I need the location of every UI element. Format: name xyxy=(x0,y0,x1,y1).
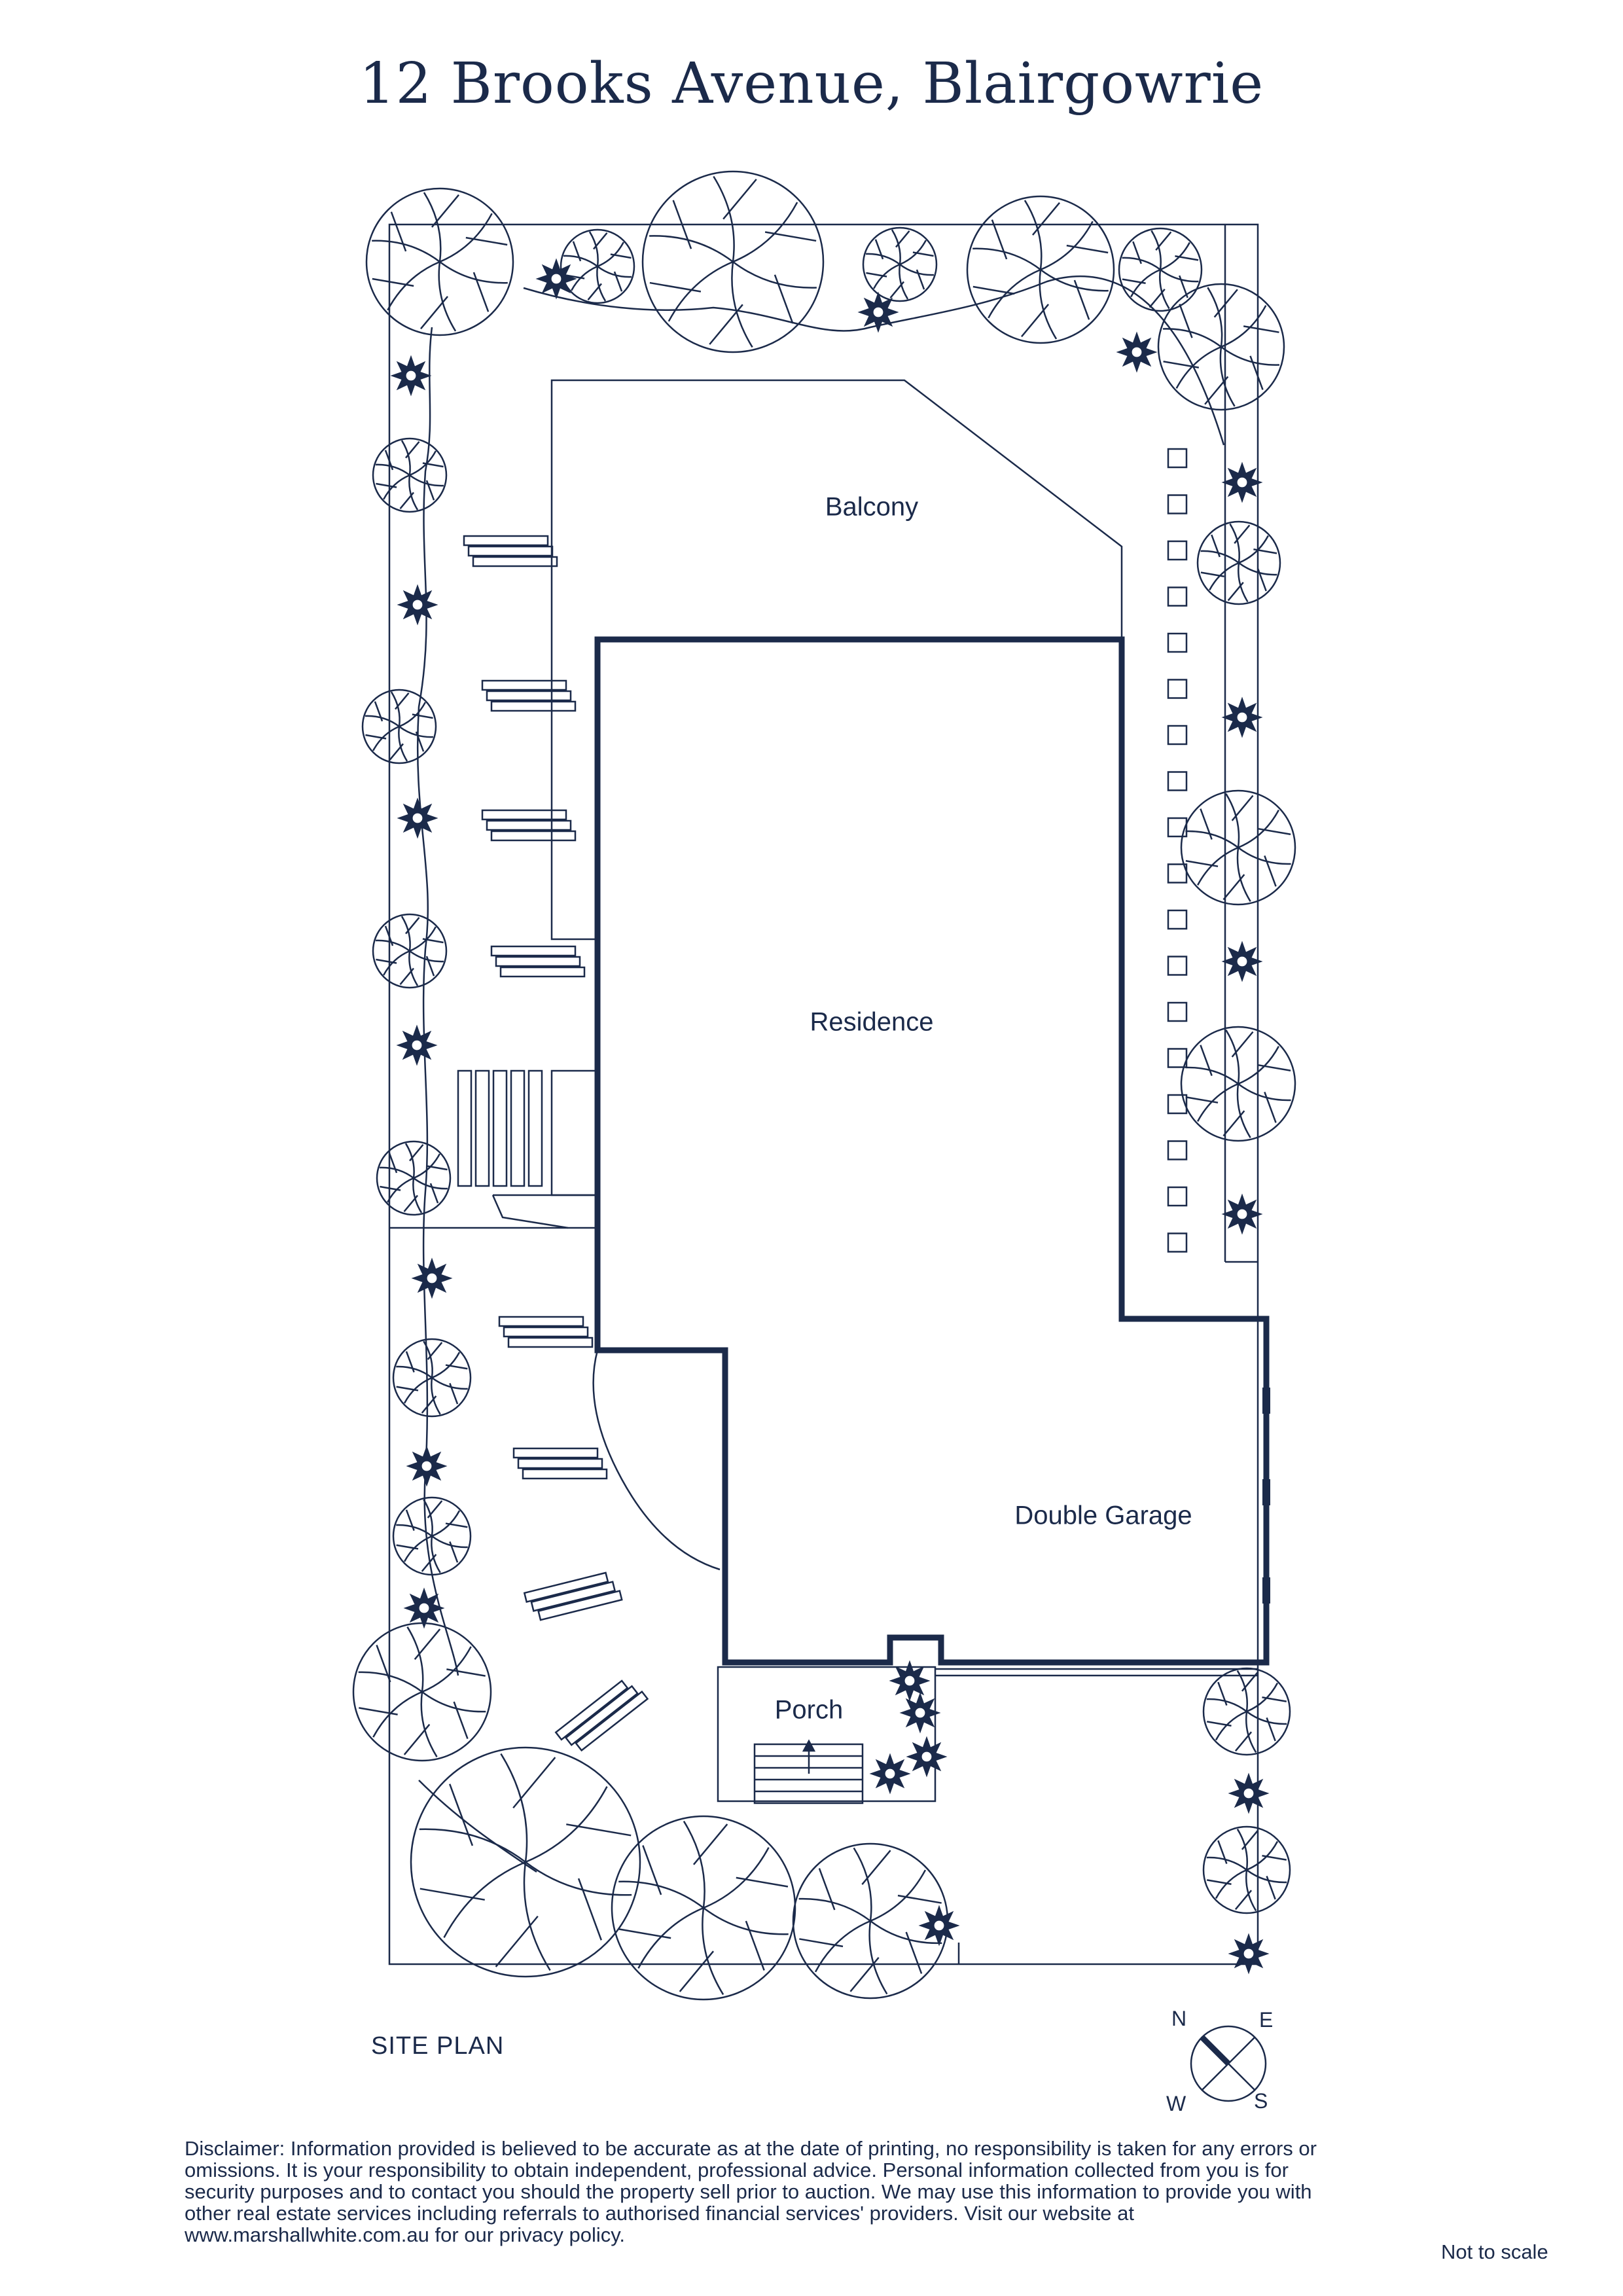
compass-east-label: E xyxy=(1259,2008,1274,2032)
garden-bench-icon xyxy=(481,679,577,712)
garden-bench-icon xyxy=(523,1571,623,1621)
tree-icon xyxy=(376,1140,452,1216)
shrub-icon xyxy=(1228,1933,1270,1975)
stepping-stone xyxy=(1167,1232,1188,1253)
disclaimer-text: Disclaimer: Information provided is beli… xyxy=(185,2137,1317,2246)
compass-north-label: N xyxy=(1171,2007,1187,2030)
tree-icon xyxy=(641,170,825,353)
tree-icon xyxy=(1180,1026,1296,1142)
gate-arc xyxy=(592,1350,721,1571)
tree-icon xyxy=(1202,1825,1291,1914)
garden-edge-line xyxy=(523,275,1225,446)
tree-icon xyxy=(361,689,437,764)
shrub-icon xyxy=(918,1905,960,1946)
stepping-stone xyxy=(1167,632,1188,653)
stepping-stone xyxy=(1167,679,1188,699)
shrub-icon xyxy=(411,1257,453,1299)
stepping-stone xyxy=(1167,956,1188,976)
shrub-icon xyxy=(1221,1193,1263,1235)
room-label-double-garage: Double Garage xyxy=(1014,1501,1192,1530)
compass-south-label: S xyxy=(1254,2089,1268,2113)
tree-icon xyxy=(1196,520,1281,605)
tree-icon xyxy=(372,437,448,513)
shrub-icon xyxy=(397,797,438,839)
compass-west-label: W xyxy=(1166,2092,1186,2115)
stepping-stone xyxy=(1167,817,1188,838)
shrub-icon xyxy=(397,584,438,626)
shrub-icon xyxy=(1221,941,1263,982)
tree-icon xyxy=(352,1622,492,1762)
garden-bench-icon xyxy=(463,535,558,567)
shrub-icon xyxy=(899,1692,941,1734)
tree-icon xyxy=(392,1496,472,1576)
room-label-porch: Porch xyxy=(774,1695,844,1725)
compass-icon xyxy=(1190,2025,1267,2102)
page-title: 12 Brooks Avenue, Blairgowrie xyxy=(359,51,1264,117)
room-label-residence: Residence xyxy=(810,1007,934,1037)
stepping-stone xyxy=(1167,494,1188,514)
porch-steps xyxy=(753,1739,864,1804)
stepping-stone xyxy=(1167,1186,1188,1207)
shrub-icon xyxy=(1116,331,1158,373)
garden-bench-icon xyxy=(512,1447,608,1480)
residence-outline xyxy=(594,636,1270,1666)
shrub-icon xyxy=(535,258,577,300)
tree-icon xyxy=(372,913,448,989)
stepping-stone xyxy=(1167,1094,1188,1115)
tree-icon xyxy=(966,195,1115,344)
stepping-stone xyxy=(1167,1048,1188,1068)
stepping-stone xyxy=(1167,540,1188,561)
garden-bench-icon xyxy=(490,945,586,978)
tree-icon xyxy=(365,187,514,336)
tree-icon xyxy=(392,1338,472,1418)
tree-icon xyxy=(792,1842,949,2000)
tree-icon xyxy=(1157,283,1285,411)
shrub-icon xyxy=(857,291,899,333)
tree-icon xyxy=(410,1746,641,1978)
garden-bench-icon xyxy=(554,1679,649,1752)
shrub-icon xyxy=(906,1736,948,1778)
site-plan-label: SITE PLAN xyxy=(371,2032,505,2060)
tree-icon xyxy=(1118,227,1203,312)
room-label-balcony: Balcony xyxy=(825,492,919,522)
tree-icon xyxy=(611,1815,796,2001)
tree-icon xyxy=(1202,1667,1291,1756)
shrub-icon xyxy=(396,1024,438,1066)
stepping-stone xyxy=(1167,1140,1188,1160)
shrub-icon xyxy=(390,355,432,397)
stepping-stone xyxy=(1167,909,1188,930)
stepping-stone xyxy=(1167,771,1188,791)
side-deck xyxy=(550,1069,599,1196)
deck-slats xyxy=(457,1069,543,1187)
tree-icon xyxy=(1180,789,1296,906)
porch-outline xyxy=(717,1666,936,1803)
stepping-stone xyxy=(1167,725,1188,745)
tree-icon xyxy=(560,228,635,304)
shrub-icon xyxy=(406,1445,448,1487)
stepping-stone xyxy=(1167,863,1188,884)
stepping-stone xyxy=(1167,1001,1188,1022)
shrub-icon xyxy=(889,1660,931,1702)
shrub-icon xyxy=(869,1753,911,1795)
shrub-icon xyxy=(1221,696,1263,738)
tree-icon xyxy=(862,226,938,302)
stepping-stone xyxy=(1167,586,1188,607)
garden-bench-icon xyxy=(481,809,577,842)
shrub-icon xyxy=(1228,1772,1270,1814)
stepping-stone xyxy=(1167,448,1188,469)
shrub-icon xyxy=(1221,461,1263,503)
shrub-icon xyxy=(403,1587,445,1629)
balcony-outline xyxy=(550,379,1123,941)
garden-bench-icon xyxy=(498,1316,594,1348)
scale-note: Not to scale xyxy=(1441,2240,1548,2263)
